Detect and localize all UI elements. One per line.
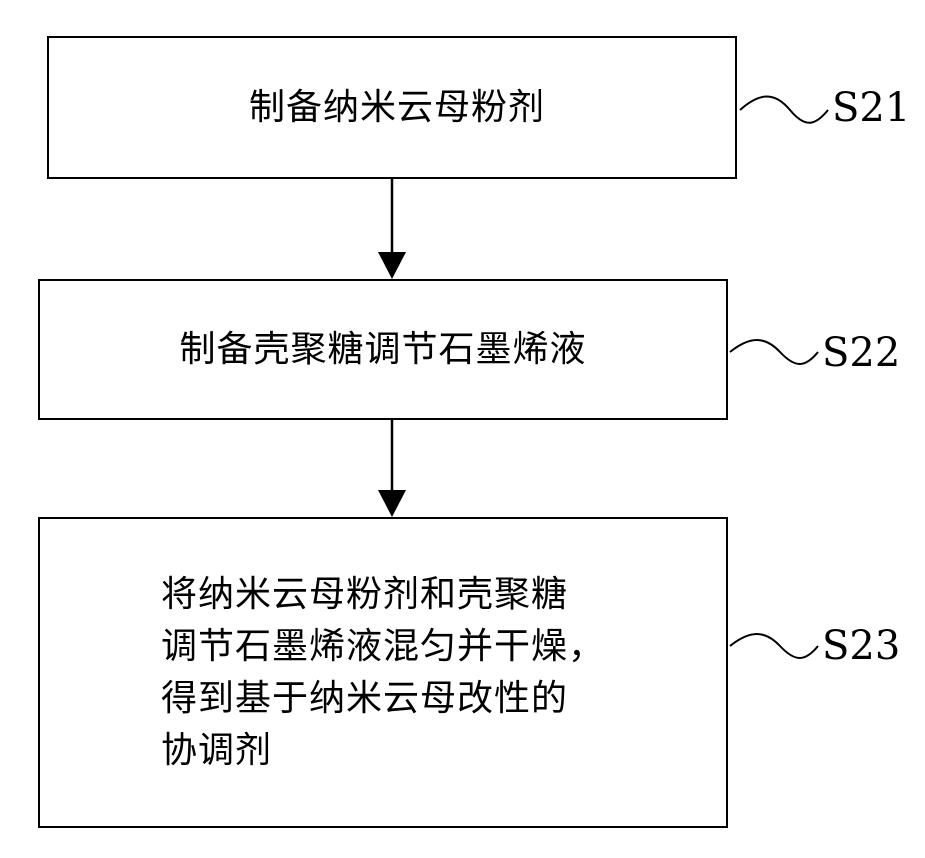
step-label-s21: S21 <box>832 88 910 128</box>
arrow-s21-to-s22 <box>378 179 406 279</box>
step-text-s23: 将纳米云母粉剂和壳聚糖 调节石墨烯液混匀并干燥， 得到基于纳米云母改性的 协调剂 <box>161 569 605 777</box>
step-text-s22: 制备壳聚糖调节石墨烯液 <box>179 325 586 375</box>
leader-line-s21 <box>740 97 828 123</box>
step-label-s22: S22 <box>822 333 900 373</box>
step-box-s22: 制备壳聚糖调节石墨烯液 <box>38 279 728 420</box>
step-box-s21: 制备纳米云母粉剂 <box>47 36 737 179</box>
leader-line-s22 <box>730 340 818 364</box>
step-box-s23: 将纳米云母粉剂和壳聚糖 调节石墨烯液混匀并干燥， 得到基于纳米云母改性的 协调剂 <box>38 517 728 828</box>
step-text-s21: 制备纳米云母粉剂 <box>249 83 545 133</box>
arrow-s22-to-s23 <box>378 420 406 517</box>
step-label-s23: S23 <box>822 626 900 666</box>
leader-line-s23 <box>730 634 818 658</box>
